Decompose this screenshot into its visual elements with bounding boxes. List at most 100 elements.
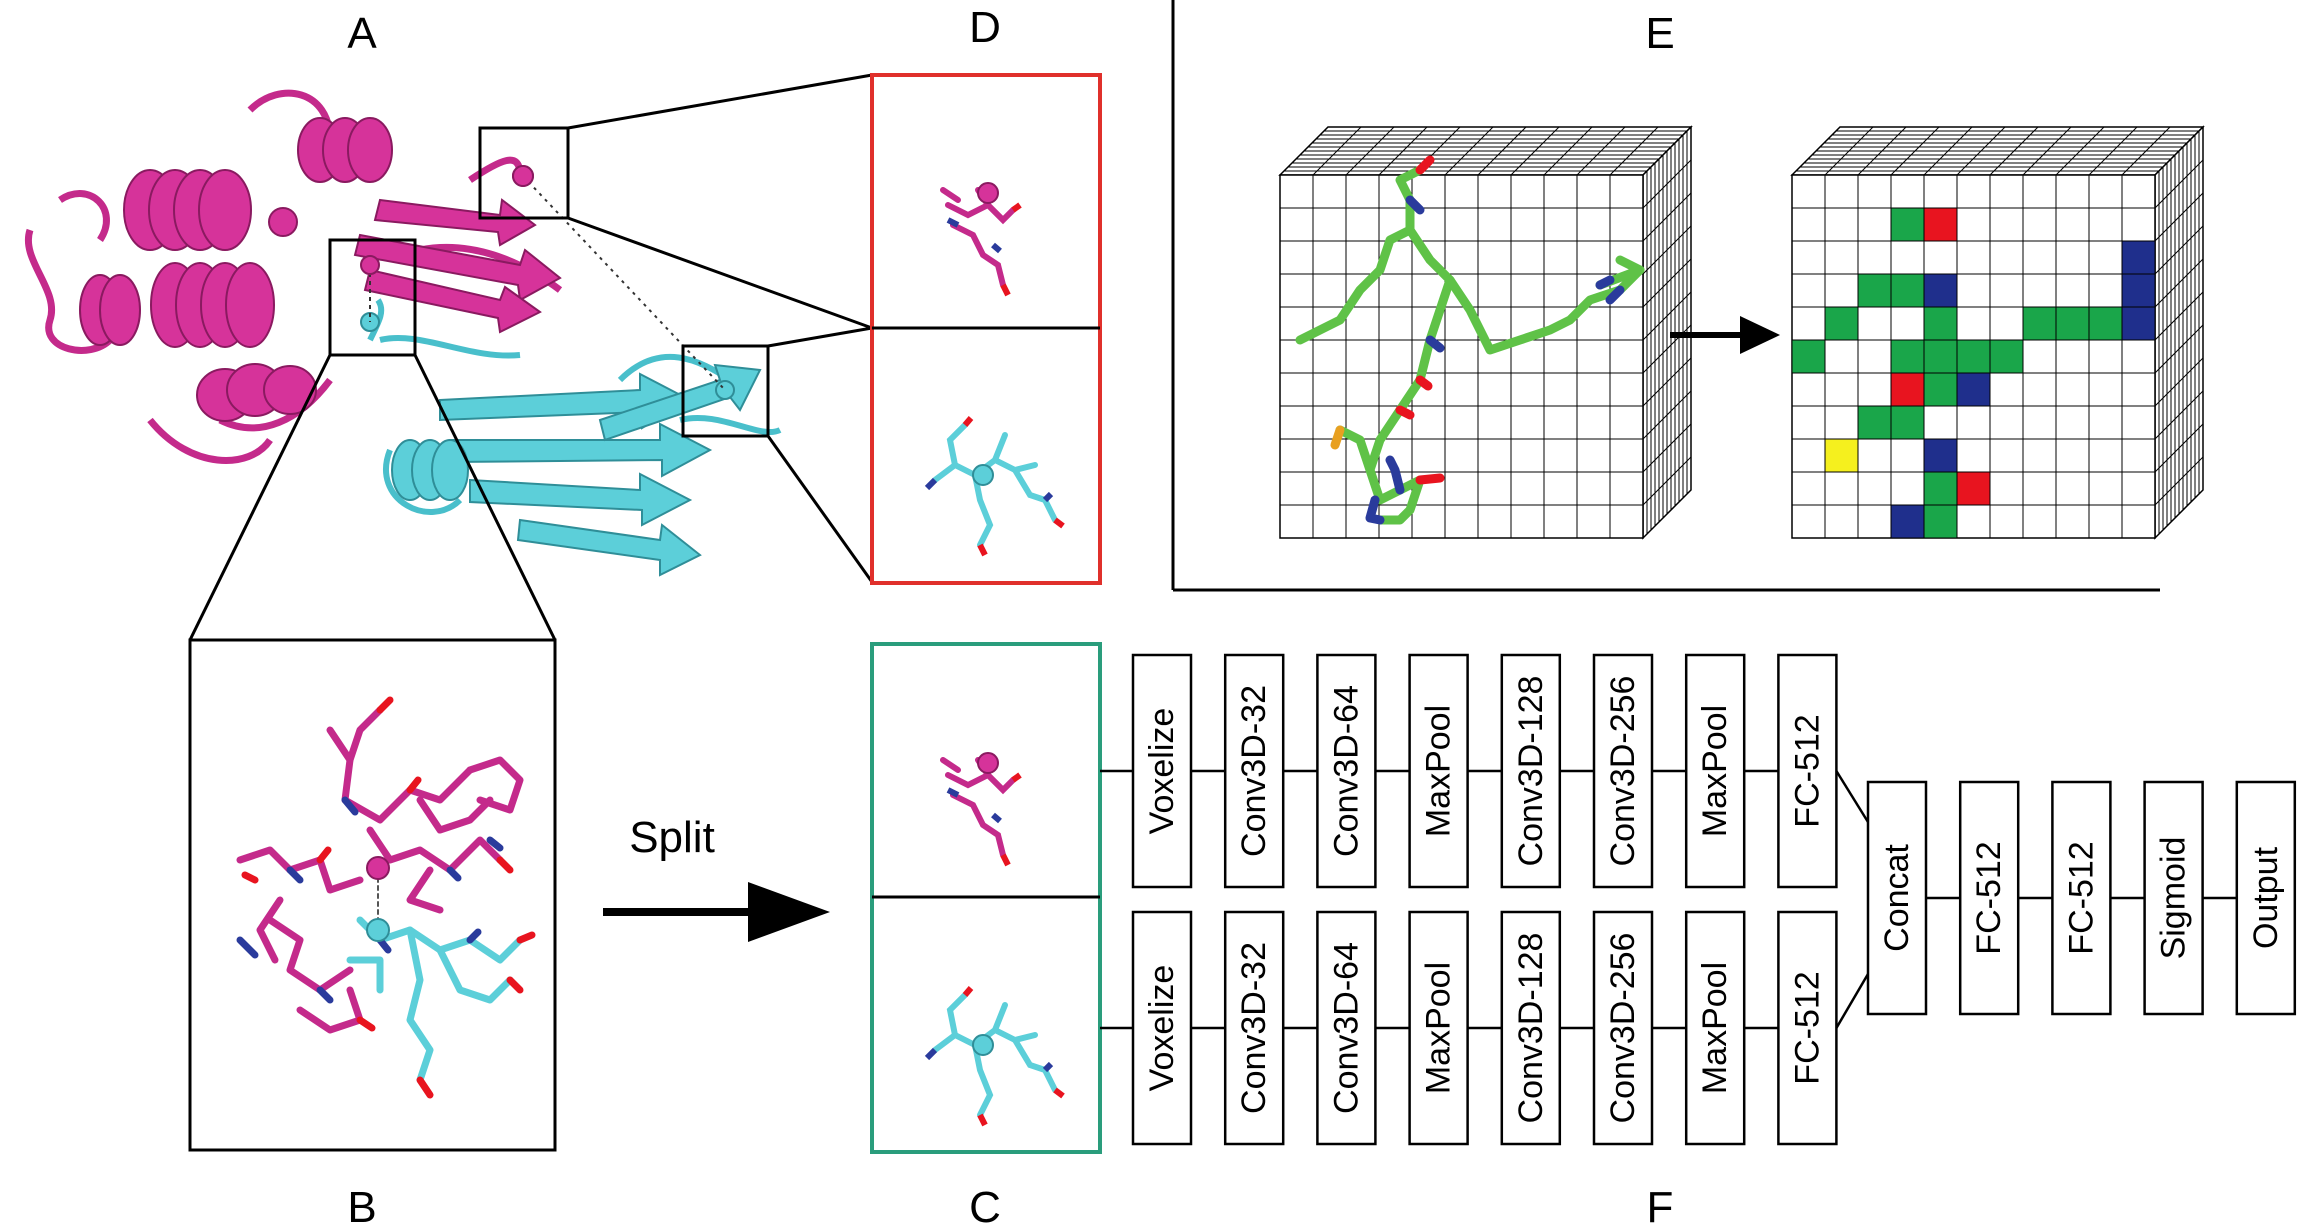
bottom-branch-node-label: Conv3D-128 (1512, 933, 1550, 1124)
voxel-cell (1923, 471, 1958, 506)
cyan-protein-chain (360, 298, 782, 577)
voxel-cell (1989, 339, 2024, 374)
voxel-cell (1923, 207, 1958, 242)
bottom-branch-node: Conv3D-32 (1223, 910, 1285, 1146)
bottom-branch-node-label: Conv3D-32 (1235, 942, 1273, 1114)
voxel-cell (2022, 306, 2057, 341)
top-branch-node: Conv3D-64 (1316, 653, 1377, 889)
voxel-cell (1890, 207, 1925, 242)
bottom-branch-node: Conv3D-128 (1500, 910, 1562, 1146)
bottom-branch-node: MaxPool (1684, 910, 1746, 1146)
voxel-cube-side (2154, 125, 2204, 540)
panel-label-a: A (347, 9, 377, 58)
bottom-branch-node-label: MaxPool (1420, 962, 1458, 1094)
top-branch-node-label: FC-512 (1788, 714, 1826, 827)
voxel-cell (1890, 339, 1925, 374)
voxel-cube-front (1791, 174, 2156, 539)
merged-node: Concat (1866, 780, 1928, 1016)
voxel-cell (1923, 339, 1958, 374)
top-branch-node: MaxPool (1684, 653, 1746, 889)
voxel-cube-front (1279, 174, 1644, 539)
top-branch-node: FC-512 (1777, 653, 1838, 889)
bottom-branch-node-label: Conv3D-256 (1604, 933, 1642, 1124)
voxel-cell (1890, 273, 1925, 308)
voxelize-arrow (1670, 316, 1780, 354)
zoom-projection-lines (188, 73, 874, 641)
split-arrow (603, 882, 830, 942)
voxel-cube-side (1642, 125, 1692, 540)
merged-node-label: FC-512 (2062, 841, 2100, 954)
voxel-cell (1923, 504, 1958, 539)
merged-node-label: FC-512 (1970, 841, 2008, 954)
selection-box-d-bottom (681, 344, 770, 438)
ligand-stick-model (1295, 155, 1645, 525)
voxel-cell (1890, 504, 1925, 539)
merged-node-label: Output (2247, 846, 2285, 949)
voxel-cell (2121, 306, 2156, 341)
top-branch-node-label: Voxelize (1143, 708, 1181, 835)
top-branch-node: Voxelize (1131, 653, 1193, 889)
voxel-cell (1824, 438, 1859, 473)
top-branch-node-label: Conv3D-32 (1235, 685, 1273, 857)
protein-complex-illustration (24, 89, 782, 577)
panel-label-b: B (347, 1183, 376, 1231)
voxel-grid-input (1278, 125, 1693, 540)
panel-b-frame (188, 638, 557, 1152)
panel-label-f: F (1647, 1183, 1674, 1231)
panel-label-d: D (969, 3, 1001, 52)
top-branch-node: MaxPool (1408, 653, 1469, 889)
top-branch-node-label: MaxPool (1696, 705, 1734, 837)
panel-label-e: E (1645, 9, 1674, 58)
merged-node: Sigmoid (2143, 780, 2204, 1016)
voxel-cube-top (1790, 126, 2205, 176)
selection-box-b (328, 238, 417, 357)
voxel-cell (1956, 471, 1991, 506)
top-branch-node-label: Conv3D-64 (1327, 685, 1365, 857)
bottom-branch-node: Voxelize (1131, 910, 1193, 1146)
top-branch-node: Conv3D-256 (1592, 653, 1654, 889)
contact-line-d (522, 175, 726, 391)
voxel-cell (2055, 306, 2090, 341)
voxel-cell (1923, 438, 1958, 473)
top-branch-node: Conv3D-32 (1223, 653, 1285, 889)
top-branch-node-label: Conv3D-128 (1512, 676, 1550, 867)
voxel-cell (2121, 273, 2156, 308)
top-branch-node-label: Conv3D-256 (1604, 676, 1642, 867)
bottom-branch-node-label: MaxPool (1696, 962, 1734, 1094)
merged-node: FC-512 (1958, 780, 2020, 1016)
voxel-cell (1791, 339, 1826, 374)
voxel-cell (1857, 273, 1892, 308)
merged-node: FC-512 (2051, 780, 2112, 1016)
voxel-cell (1890, 405, 1925, 440)
voxel-cell (2121, 240, 2156, 275)
voxel-grid-output (1790, 125, 2205, 540)
voxel-cell (1956, 339, 1991, 374)
voxel-cell (1890, 372, 1925, 407)
voxel-cube-top (1278, 126, 1693, 176)
interface-residues-illustration (236, 696, 536, 1099)
merged-node-label: Concat (1878, 844, 1916, 952)
split-label: Split (629, 813, 715, 862)
bottom-branch-node: Conv3D-256 (1592, 910, 1654, 1146)
top-branch-node: Conv3D-128 (1500, 653, 1562, 889)
voxel-cell (1956, 372, 1991, 407)
bottom-branch-node-label: FC-512 (1788, 971, 1826, 1084)
bottom-branch-node-label: Conv3D-64 (1327, 942, 1365, 1114)
bottom-branch-node: FC-512 (1777, 910, 1838, 1146)
top-branch-node-label: MaxPool (1420, 705, 1458, 837)
bottom-branch-node: MaxPool (1408, 910, 1469, 1146)
voxel-cell (1923, 273, 1958, 308)
merged-node: Output (2235, 780, 2297, 1016)
voxel-cell (1923, 306, 1958, 341)
selection-box-d-top (478, 126, 570, 220)
voxel-cell (1857, 405, 1892, 440)
panel-label-c: C (969, 1183, 1001, 1231)
voxel-cell (1923, 372, 1958, 407)
merge-connector-top (1835, 770, 1870, 823)
voxel-cell (2088, 306, 2123, 341)
merge-connector-bottom (1835, 973, 1870, 1029)
magenta-protein-chain (24, 89, 563, 464)
